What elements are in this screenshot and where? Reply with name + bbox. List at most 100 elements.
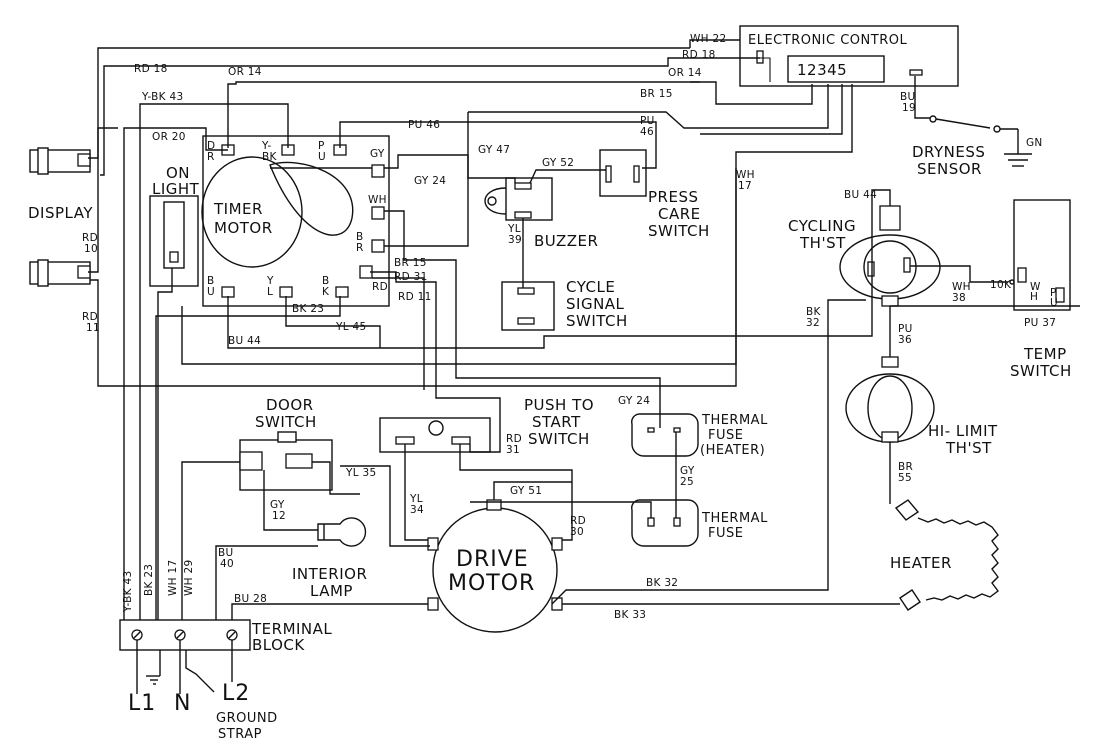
wire-label: GY 24 [618, 395, 650, 407]
wire-label: WH 29 [183, 560, 195, 596]
display-connectors: DISPLAY [28, 147, 93, 287]
control-pin-numbers: 12345 [797, 61, 847, 79]
l1-label: L1 [128, 691, 156, 716]
pin-label: K [322, 286, 330, 298]
pin-label: GY [370, 148, 385, 160]
wire-label: 11 [86, 322, 100, 334]
terminal-label-2: BLOCK [252, 636, 305, 654]
drive-label-1: DRIVE [456, 547, 529, 572]
pin-label: D [207, 140, 215, 152]
cycling-thermostat: CYCLING TH'ST [788, 205, 941, 307]
wire-label: BK 33 [614, 609, 646, 621]
n-label: N [174, 691, 191, 716]
drive-motor: DRIVE MOTOR [427, 499, 563, 633]
cycle-signal-label-2: SIGNAL [566, 295, 625, 313]
on-light: ON LIGHT [149, 164, 200, 287]
push-label-1: PUSH TO [524, 396, 594, 414]
wire-label: 46 [640, 126, 654, 138]
thermal-heater-label-3: (HEATER) [700, 443, 765, 458]
pin-label: WH [368, 194, 387, 206]
pin-label: BK [262, 151, 278, 163]
wire-label: 12 [272, 510, 286, 522]
wire-label: RD 31 [394, 271, 428, 283]
wire-label: WH 17 [167, 560, 179, 596]
door-label-1: DOOR [266, 396, 314, 414]
wire-label: BK 23 [292, 303, 324, 315]
l2-label: L2 [222, 681, 250, 706]
wire-label: 31 [506, 444, 520, 456]
wire-label: PU [898, 323, 913, 335]
on-light-label-1: ON [166, 164, 190, 182]
pin-label: RD [372, 281, 388, 293]
wire-label: 40 [220, 558, 234, 570]
cycle-signal-label-3: SWITCH [566, 312, 628, 330]
pin-label: R [207, 151, 215, 163]
door-label-2: SWITCH [255, 413, 317, 431]
wire-label: RD [570, 515, 586, 527]
wire-label: RD [82, 232, 98, 244]
wire-label: 10 [84, 243, 98, 255]
wire-label: YL 45 [335, 321, 366, 333]
wire-label: WH [736, 169, 755, 181]
wire-label: BU [900, 91, 916, 103]
wire-label: BR 15 [394, 257, 427, 269]
wire-label: GY [270, 499, 285, 511]
wire-label: 55 [898, 472, 912, 484]
interior-label-2: LAMP [310, 582, 353, 600]
push-label-3: SWITCH [528, 430, 590, 448]
wire-label: WH [952, 281, 971, 293]
wire-label: BU 44 [844, 189, 877, 201]
cycling-label-2: TH'ST [799, 234, 846, 252]
wire-label: Y-BK 43 [122, 571, 134, 613]
buzzer-label: BUZZER [534, 232, 598, 250]
wire-label: RD [506, 433, 522, 445]
ten-k-label: 10K [990, 279, 1012, 291]
ground-label-2: STRAP [218, 727, 262, 742]
wire-label: RD [82, 311, 98, 323]
pin-label: U [318, 151, 326, 163]
pin-label: H [1030, 291, 1038, 303]
wire-label: 38 [952, 292, 966, 304]
timer-motor-label-2: MOTOR [214, 219, 273, 237]
thermal-heater-label-1: THERMAL [701, 413, 768, 428]
pin-label: L [267, 286, 273, 298]
thermal-heater-label-2: FUSE [708, 428, 743, 443]
hilimit-label-1: HI- LIMIT [928, 422, 998, 440]
dryness-label-2: SENSOR [917, 160, 982, 178]
wire-label: 36 [898, 334, 912, 346]
pin-label: U [1050, 297, 1058, 309]
wire-label: GY 24 [414, 175, 446, 187]
pin-label: W [1030, 281, 1041, 293]
wire-label: YL [409, 493, 423, 505]
pin-label: B [207, 275, 215, 287]
wire-label: 30 [570, 526, 584, 538]
on-light-label-2: LIGHT [152, 180, 200, 198]
wire-label: PU 46 [408, 119, 440, 131]
display-label: DISPLAY [28, 204, 93, 222]
temp-switch: 10K W H P U TEMP SWITCH [990, 199, 1071, 380]
wire-label: BU 28 [234, 593, 267, 605]
press-care-label-1: PRESS [648, 188, 699, 206]
terminal-label-1: TERMINAL [251, 620, 332, 638]
hilimit-label-2: TH'ST [945, 439, 992, 457]
pin-label: Y [266, 275, 274, 287]
wire-label: BU [218, 547, 234, 559]
pin-label: B [322, 275, 330, 287]
ground-label-1: GROUND [216, 711, 278, 726]
wire-label: RD 18 [682, 49, 716, 61]
dryness-label-1: DRYNESS [912, 143, 985, 161]
timer-motor: TIMER MOTOR D R Y- BK P U GY WH B R RD B… [201, 135, 390, 307]
wires [88, 39, 1080, 694]
hi-limit-thermostat: HI- LIMIT TH'ST [845, 356, 998, 457]
wire-label: GY 47 [478, 144, 510, 156]
heater: HEATER [890, 499, 999, 611]
wire-label: BK 32 [646, 577, 678, 589]
buzzer: BUZZER [484, 177, 598, 250]
push-label-2: START [532, 413, 581, 431]
wire-label: 34 [410, 504, 424, 516]
cycle-signal-label-1: CYCLE [566, 278, 615, 296]
pin-label: Y- [261, 140, 272, 152]
wire-label: OR 20 [152, 131, 186, 143]
dryness-sensor: DRYNESS SENSOR GN [912, 115, 1042, 178]
wire-label: 39 [508, 234, 522, 246]
